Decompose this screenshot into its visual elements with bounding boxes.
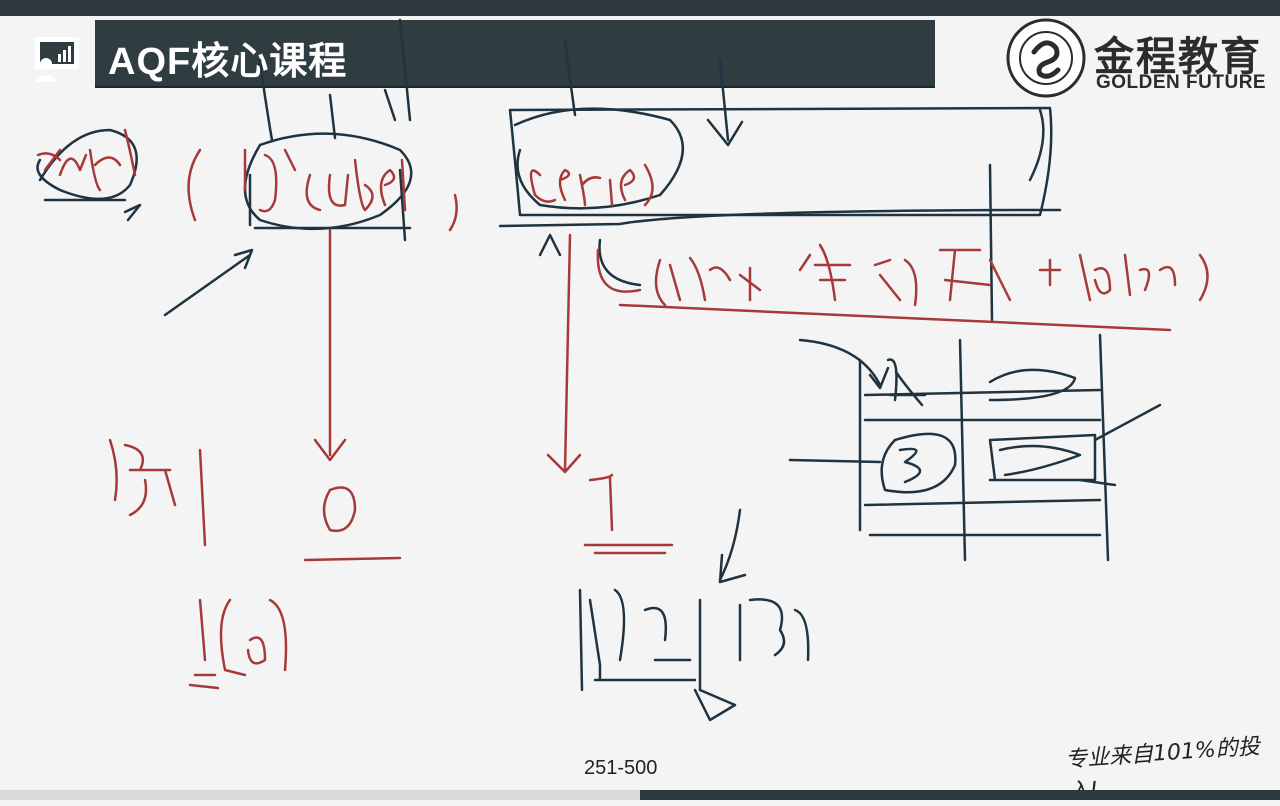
bottom-bar-left [0,790,640,800]
red-ink-strokes [36,128,1209,690]
logo-name-cn: 金程教育 [1094,34,1262,80]
title-band [95,20,935,86]
golden-future-logo [1006,18,1086,98]
bottom-bar-right [640,790,1280,800]
presenter-board-icon [34,37,79,82]
top-bar [0,0,1280,16]
logo-name-en: GOLDEN FUTURE [1096,72,1267,93]
slide-title: AQF核心课程 [108,41,348,83]
dark-ink-strokes [36,18,1162,722]
page-number: 251-500 [584,757,658,779]
